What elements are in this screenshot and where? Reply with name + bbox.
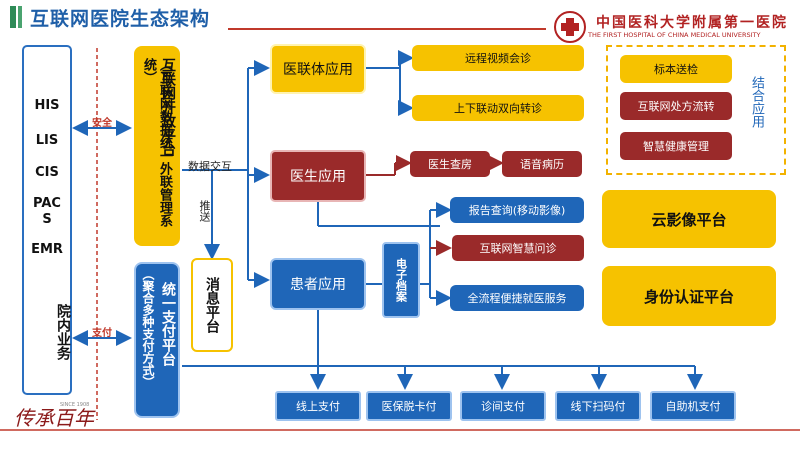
message-platform-box[interactable]: 消息平台 [191,258,233,352]
system-his: HIS [34,98,60,113]
patient-app-box[interactable]: 患者应用 [270,258,366,310]
open-platform-title: 互联网开放平台 [160,58,176,156]
pay-label: 支付 [92,328,112,339]
payment-platform-title: 统一支付平台 [160,282,176,366]
doctor-app-box[interactable]: 医生应用 [270,150,366,202]
pay-channel-kiosk[interactable]: 自助机支付 [650,391,736,421]
e-record-label: 电子档案 [394,258,408,302]
message-platform-label: 消息平台 [204,277,220,333]
push-label: 推送 [198,200,211,222]
pay-channel-clinic[interactable]: 诊间支付 [460,391,546,421]
identity-auth-platform[interactable]: 身份认证平台 [602,266,776,326]
alliance-item-referral[interactable]: 上下联动双向转诊 [412,95,584,121]
payment-platform-subtitle: （聚合多种支付方式） [141,268,155,388]
internal-systems-panel [22,45,72,395]
combined-item-specimen[interactable]: 标本送检 [620,55,732,83]
doctor-item-voice-record[interactable]: 语音病历 [502,151,582,177]
alliance-item-video-consult[interactable]: 远程视频会诊 [412,45,584,71]
system-lis: LIS [35,133,59,148]
hospital-logo-text: 中国医科大学附属第一医院 [596,15,788,31]
title-accent-bar [10,6,16,28]
system-internal-business: 院内业务 [55,304,71,360]
alliance-app-box[interactable]: 医联体应用 [270,44,366,94]
patient-item-smart-consult[interactable]: 互联网智慧问诊 [452,235,584,261]
system-cis: CIS [35,165,59,180]
header-divider [228,28,546,30]
system-emr: EMR [31,242,63,257]
footer-since-text: SINCE 1908 [60,402,90,408]
open-platform-box[interactable] [134,46,180,246]
footer-logo-text: 传承百年 [14,406,94,430]
payment-platform-box[interactable] [134,262,180,418]
doctor-item-ward-round[interactable]: 医生查房 [410,151,490,177]
title-accent-bar-2 [18,6,22,28]
data-exchange-label: 数据交互 [188,160,232,173]
combined-apps-label: 结合应用 [749,76,764,128]
hospital-logo-subtitle: THE FIRST HOSPITAL OF CHINA MEDICAL UNIV… [588,31,761,39]
patient-item-report-query[interactable]: 报告查询(移动影像) [450,197,584,223]
open-platform-subtitle: （互联网数据统一外联管理系统） [141,58,172,227]
page-title: 互联网医院生态架构 [30,8,211,30]
pay-channel-insurance[interactable]: 医保脱卡付 [366,391,452,421]
e-record-box[interactable]: 电子档案 [382,242,420,318]
secure-label: 安全 [92,118,112,129]
patient-item-full-service[interactable]: 全流程便捷就医服务 [450,285,584,311]
combined-item-health-mgmt[interactable]: 智慧健康管理 [620,132,732,160]
pay-channel-online[interactable]: 线上支付 [275,391,361,421]
pay-channel-scan[interactable]: 线下扫码付 [555,391,641,421]
system-pacs: PACS [33,196,61,227]
hospital-logo-icon [554,11,586,43]
cloud-imaging-platform[interactable]: 云影像平台 [602,190,776,248]
combined-item-prescription[interactable]: 互联网处方流转 [620,92,732,120]
